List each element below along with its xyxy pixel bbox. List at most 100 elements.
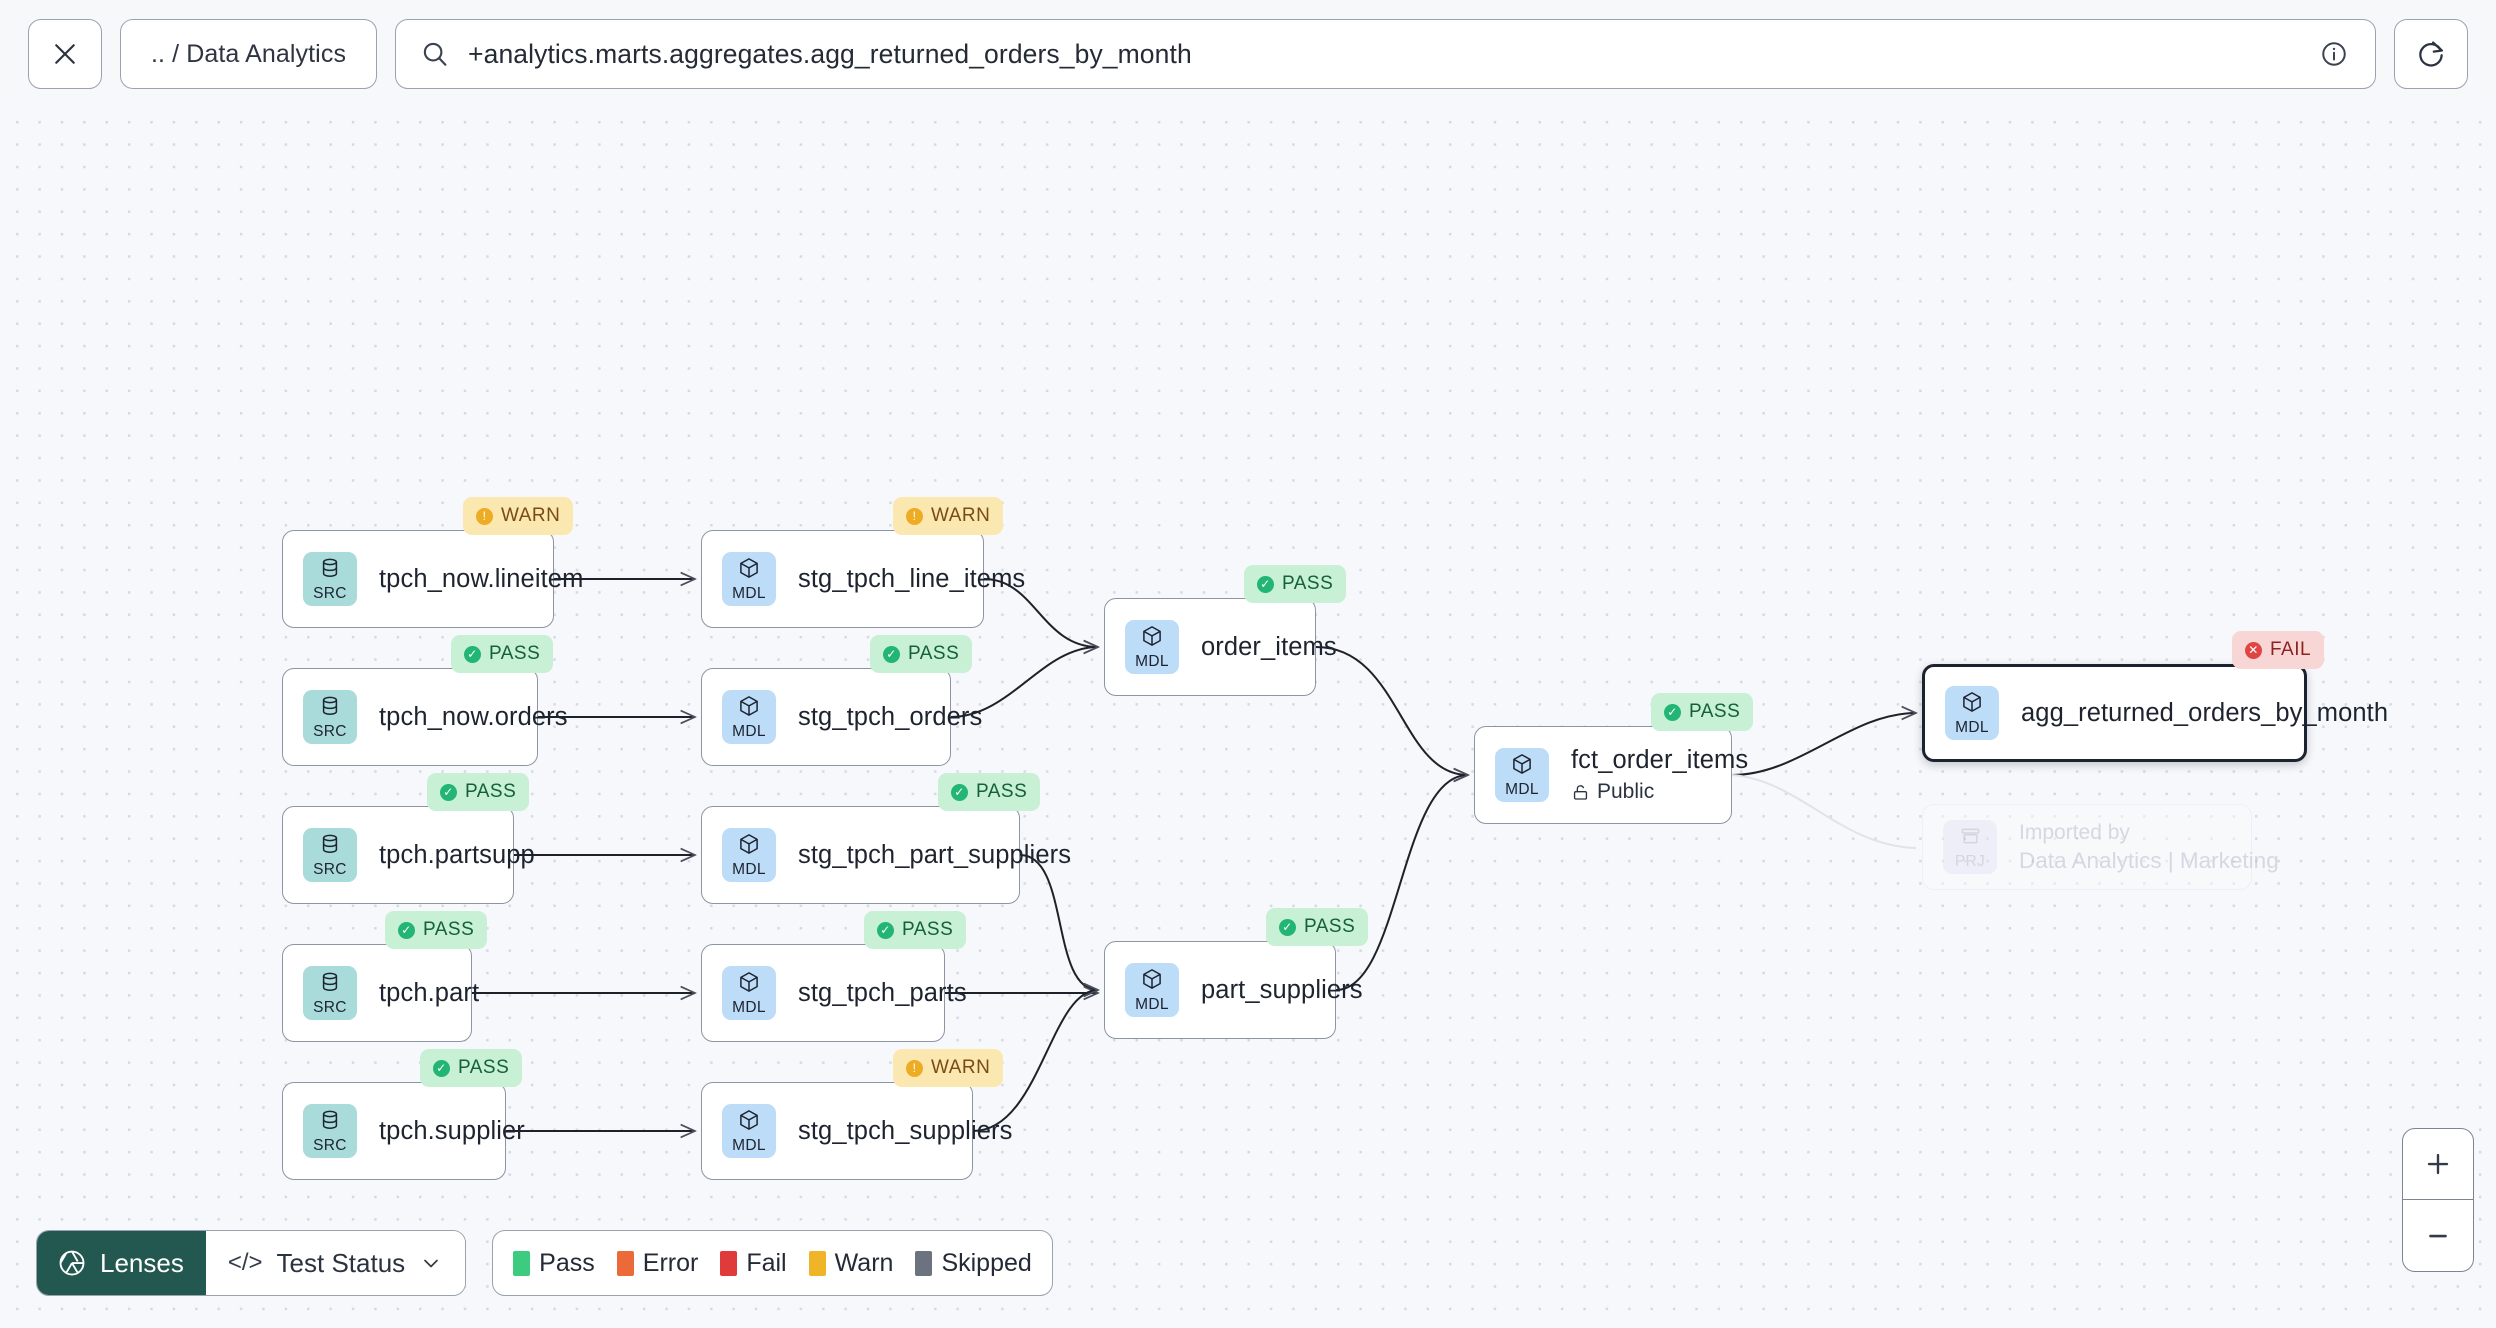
node-title: tpch.partsupp — [379, 840, 535, 869]
legend-label: Warn — [834, 1248, 894, 1277]
pass-icon: ✓ — [877, 921, 894, 939]
test-status-button[interactable]: </> Test Status — [205, 1231, 466, 1295]
status-badge[interactable]: ✕FAIL — [2232, 631, 2325, 669]
project-node-line2: Data Analytics | Marketing — [2019, 847, 2279, 873]
status-badge[interactable]: ✓PASS — [420, 1049, 523, 1087]
legend-swatch — [720, 1250, 738, 1276]
status-badge[interactable]: !WARN — [463, 497, 574, 535]
close-icon — [55, 44, 75, 64]
lineage-node-fct-order-items[interactable]: MDL fct_order_items Public — [1474, 726, 1748, 824]
plus-icon — [2427, 1153, 2449, 1175]
status-badge[interactable]: ✓PASS — [870, 635, 973, 673]
code-icon: </> — [227, 1249, 263, 1276]
node-title: tpch_now.orders — [379, 702, 568, 731]
lineage-node-tpch-now-orders[interactable]: SRC tpch_now.orders — [282, 668, 568, 766]
status-badge-label: PASS — [1689, 701, 1741, 722]
status-badge-label: WARN — [501, 505, 561, 526]
status-badge[interactable]: ✓PASS — [1244, 565, 1347, 603]
node-type-label: MDL — [732, 1137, 766, 1155]
lineage-node-agg-returned-orders-by-month[interactable]: MDL agg_returned_orders_by_month — [1922, 664, 2389, 762]
legend-item-pass[interactable]: Pass — [513, 1249, 595, 1278]
status-badge-label: PASS — [976, 781, 1028, 802]
pass-icon: ✓ — [440, 783, 457, 801]
status-badge[interactable]: ✓PASS — [1651, 693, 1754, 731]
close-button[interactable] — [28, 19, 102, 89]
node-title: stg_tpch_part_suppliers — [798, 840, 1072, 869]
cube-icon — [737, 970, 761, 998]
legend-item-warn[interactable]: Warn — [808, 1248, 894, 1278]
model-icon: MDL — [1125, 620, 1179, 674]
lineage-node-stg-tpch-parts[interactable]: MDL stg_tpch_parts — [701, 944, 967, 1042]
node-title: tpch_now.lineitem — [379, 564, 584, 593]
node-title: tpch.supplier — [379, 1116, 525, 1145]
lineage-canvas[interactable]: !WARN ✓PASS ✓PASS ✓PASS ✓PASS !WARN ✓PAS… — [0, 108, 2496, 1328]
node-title: stg_tpch_parts — [798, 978, 967, 1007]
node-type-label: MDL — [1955, 719, 1989, 737]
node-type-label: MDL — [732, 999, 766, 1017]
zoom-out-button[interactable] — [2403, 1200, 2473, 1271]
legend-item-error[interactable]: Error — [616, 1249, 698, 1278]
status-badge[interactable]: ✓PASS — [864, 911, 967, 949]
legend-item-fail[interactable]: Fail — [720, 1249, 787, 1278]
lineage-node-stg-tpch-orders[interactable]: MDL stg_tpch_orders — [701, 668, 982, 766]
status-badge[interactable]: ✓PASS — [1266, 908, 1369, 946]
refresh-button[interactable] — [2394, 19, 2468, 89]
node-type-label: MDL — [1505, 781, 1539, 799]
status-badge-label: PASS — [908, 643, 960, 664]
pass-icon: ✓ — [1279, 918, 1296, 936]
lineage-node-tpch-now-lineitem[interactable]: SRC tpch_now.lineitem — [282, 530, 584, 628]
node-type-label: MDL — [1135, 653, 1169, 671]
source-icon: SRC — [303, 966, 357, 1020]
minus-icon — [2429, 1234, 2447, 1237]
lineage-node-part-suppliers[interactable]: MDL part_suppliers — [1104, 941, 1362, 1039]
refresh-icon — [2419, 41, 2444, 67]
breadcrumb-label: .. / Data Analytics — [151, 39, 347, 68]
status-badge[interactable]: ✓PASS — [427, 773, 530, 811]
status-badge[interactable]: !WARN — [893, 497, 1004, 535]
model-icon: MDL — [1945, 686, 1999, 740]
cube-icon — [737, 832, 761, 860]
legend-item-skipped[interactable]: Skipped — [915, 1248, 1032, 1278]
legend-label: Skipped — [941, 1248, 1032, 1277]
model-icon: MDL — [722, 1104, 776, 1158]
legend-swatch — [915, 1250, 933, 1276]
node-type-label: MDL — [1135, 996, 1169, 1014]
aperture-icon — [59, 1250, 85, 1276]
node-type-label: SRC — [313, 723, 347, 741]
lineage-node-stg-tpch-line-items[interactable]: MDL stg_tpch_line_items — [701, 530, 1025, 628]
node-title: order_items — [1201, 632, 1337, 661]
lineage-node-stg-tpch-suppliers[interactable]: MDL stg_tpch_suppliers — [701, 1082, 1013, 1180]
status-badge[interactable]: ✓PASS — [451, 635, 554, 673]
status-badge[interactable]: ✓PASS — [938, 773, 1041, 811]
search-input[interactable]: +analytics.marts.aggregates.agg_returned… — [468, 38, 1192, 69]
status-badge-label: PASS — [423, 919, 475, 940]
model-icon: MDL — [722, 828, 776, 882]
lineage-node-tpch-partsupp[interactable]: SRC tpch.partsupp — [282, 806, 535, 904]
status-badge[interactable]: ✓ PASS — [385, 911, 488, 949]
lineage-node-tpch-part[interactable]: SRC tpch.part — [282, 944, 479, 1042]
cube-icon — [737, 556, 761, 584]
breadcrumb[interactable]: .. / Data Analytics — [120, 19, 378, 89]
info-icon[interactable] — [2319, 39, 2349, 69]
node-type-label: SRC — [313, 585, 347, 603]
lenses-button[interactable]: Lenses — [37, 1231, 206, 1295]
unlock-icon — [1573, 784, 1588, 800]
status-badge[interactable]: !WARN — [893, 1049, 1004, 1087]
node-title: stg_tpch_suppliers — [798, 1116, 1013, 1145]
node-title: agg_returned_orders_by_month — [2021, 698, 2389, 727]
lineage-node-tpch-supplier[interactable]: SRC tpch.supplier — [282, 1082, 525, 1180]
lineage-node-order-items[interactable]: MDL order_items — [1104, 598, 1337, 696]
zoom-in-button[interactable] — [2403, 1129, 2473, 1200]
top-toolbar: .. / Data Analytics +analytics.marts.agg… — [0, 0, 2496, 108]
pass-icon: ✓ — [398, 921, 415, 939]
node-type-label: SRC — [313, 1137, 347, 1155]
status-legend: Pass Error Fail Warn Skipped — [492, 1230, 1053, 1296]
chevron-down-icon — [424, 1259, 439, 1268]
lineage-node-imported-by-project[interactable]: PRJ Imported by Data Analytics | Marketi… — [1922, 804, 2279, 890]
lineage-node-stg-tpch-part-suppliers[interactable]: MDL stg_tpch_part_suppliers — [701, 806, 1072, 904]
search-bar[interactable]: +analytics.marts.aggregates.agg_returned… — [395, 19, 2376, 89]
database-icon — [318, 694, 342, 722]
database-icon — [318, 556, 342, 584]
search-icon — [423, 42, 447, 66]
cube-icon — [1140, 624, 1164, 652]
